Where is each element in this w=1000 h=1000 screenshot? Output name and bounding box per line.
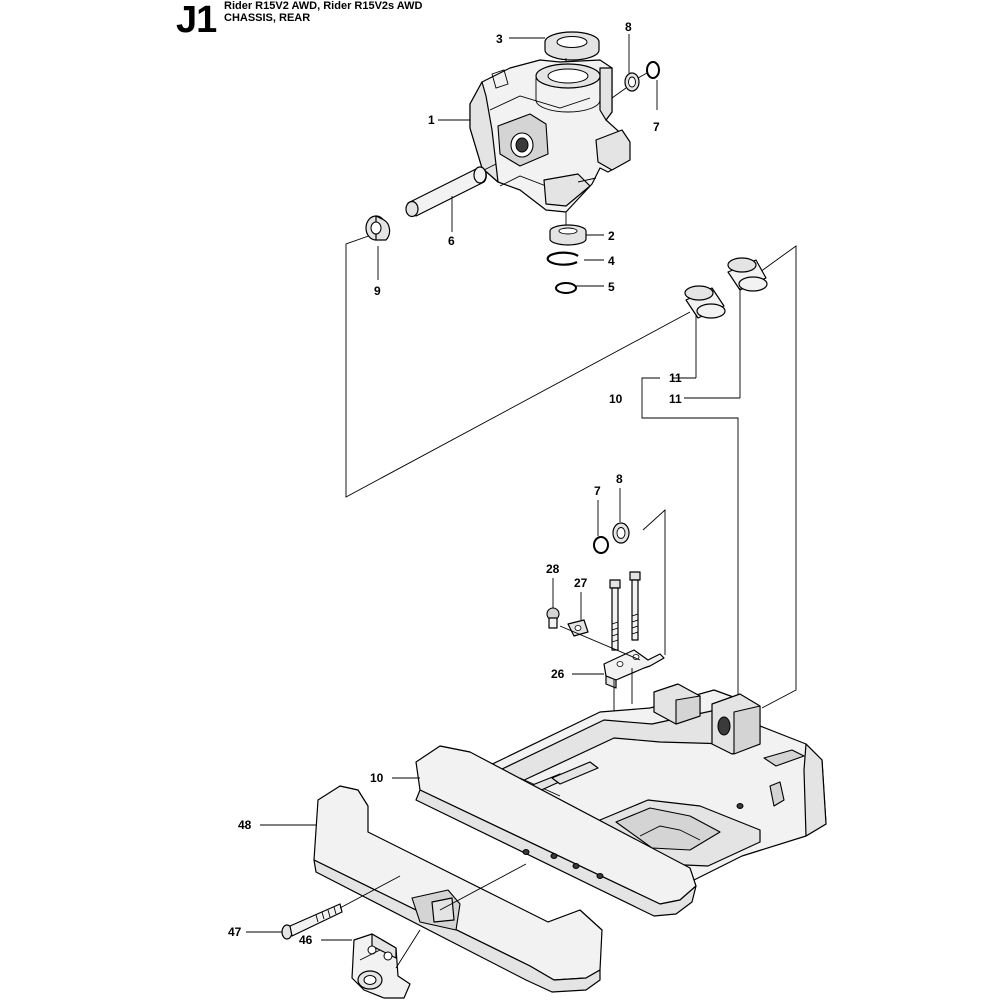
circlip-part-7-mid: [593, 536, 609, 554]
model-title: Rider R15V2 AWD, Rider R15V2s AWD: [224, 0, 423, 12]
callout-28: 28: [546, 562, 560, 576]
pin-part-6: [405, 166, 487, 218]
bolt-left: [609, 579, 621, 651]
callout-46: 46: [299, 933, 313, 947]
callout-8-top: 8: [625, 20, 632, 34]
bumper-part-48: [313, 785, 603, 993]
spacer-part-11-right: [727, 257, 768, 292]
washer-part-8-mid: [612, 522, 630, 544]
callout-11-b: 11: [669, 392, 682, 406]
retaining-ring-part-4: [546, 251, 579, 266]
screw-part-28: [546, 607, 560, 629]
callout-10-mid: 10: [609, 392, 623, 406]
callout-labels: 3 8 7 1 6 9 2 4 5 11 10 11 7 8 28 27 26 …: [228, 20, 682, 947]
callout-11-a: 11: [669, 371, 682, 385]
seal-ring-part-3: [544, 31, 600, 61]
callout-9: 9: [374, 284, 381, 298]
bushing-part-9: [365, 215, 391, 241]
callout-5: 5: [608, 280, 615, 294]
callout-2: 2: [608, 229, 615, 243]
section-title: CHASSIS, REAR: [224, 12, 311, 24]
callout-6: 6: [448, 234, 455, 248]
bolt-right: [629, 571, 641, 641]
callout-10-low: 10: [370, 771, 384, 785]
callout-26: 26: [551, 667, 565, 681]
callout-48: 48: [238, 818, 252, 832]
bearing-part-2: [549, 224, 587, 246]
page-header: J1 Rider R15V2 AWD, Rider R15V2s AWD CHA…: [0, 0, 1000, 41]
bolt-part-47: [281, 903, 343, 940]
callout-3: 3: [496, 32, 503, 46]
circlip-part-7-top: [646, 61, 660, 79]
hitch-bracket-part-46: [351, 933, 411, 999]
bracket-part-26: [603, 649, 665, 689]
spacer-part-11-left: [684, 285, 726, 319]
callout-1: 1: [428, 113, 435, 127]
chassis-frame-part-10: [415, 683, 827, 917]
callout-leaders: [246, 37, 545, 941]
callout-4: 4: [608, 254, 615, 268]
sheet-code: J1: [176, 0, 217, 41]
washer-part-8-top: [624, 72, 640, 92]
callout-47: 47: [228, 925, 242, 939]
assembly-outline-lines: [345, 231, 797, 709]
callout-7-mid: 7: [594, 484, 601, 498]
circlip-part-5: [555, 282, 577, 294]
housing-part-1: [469, 59, 631, 213]
callout-27: 27: [574, 576, 588, 590]
callout-7-top: 7: [653, 120, 660, 134]
callout-8-mid: 8: [616, 472, 623, 486]
